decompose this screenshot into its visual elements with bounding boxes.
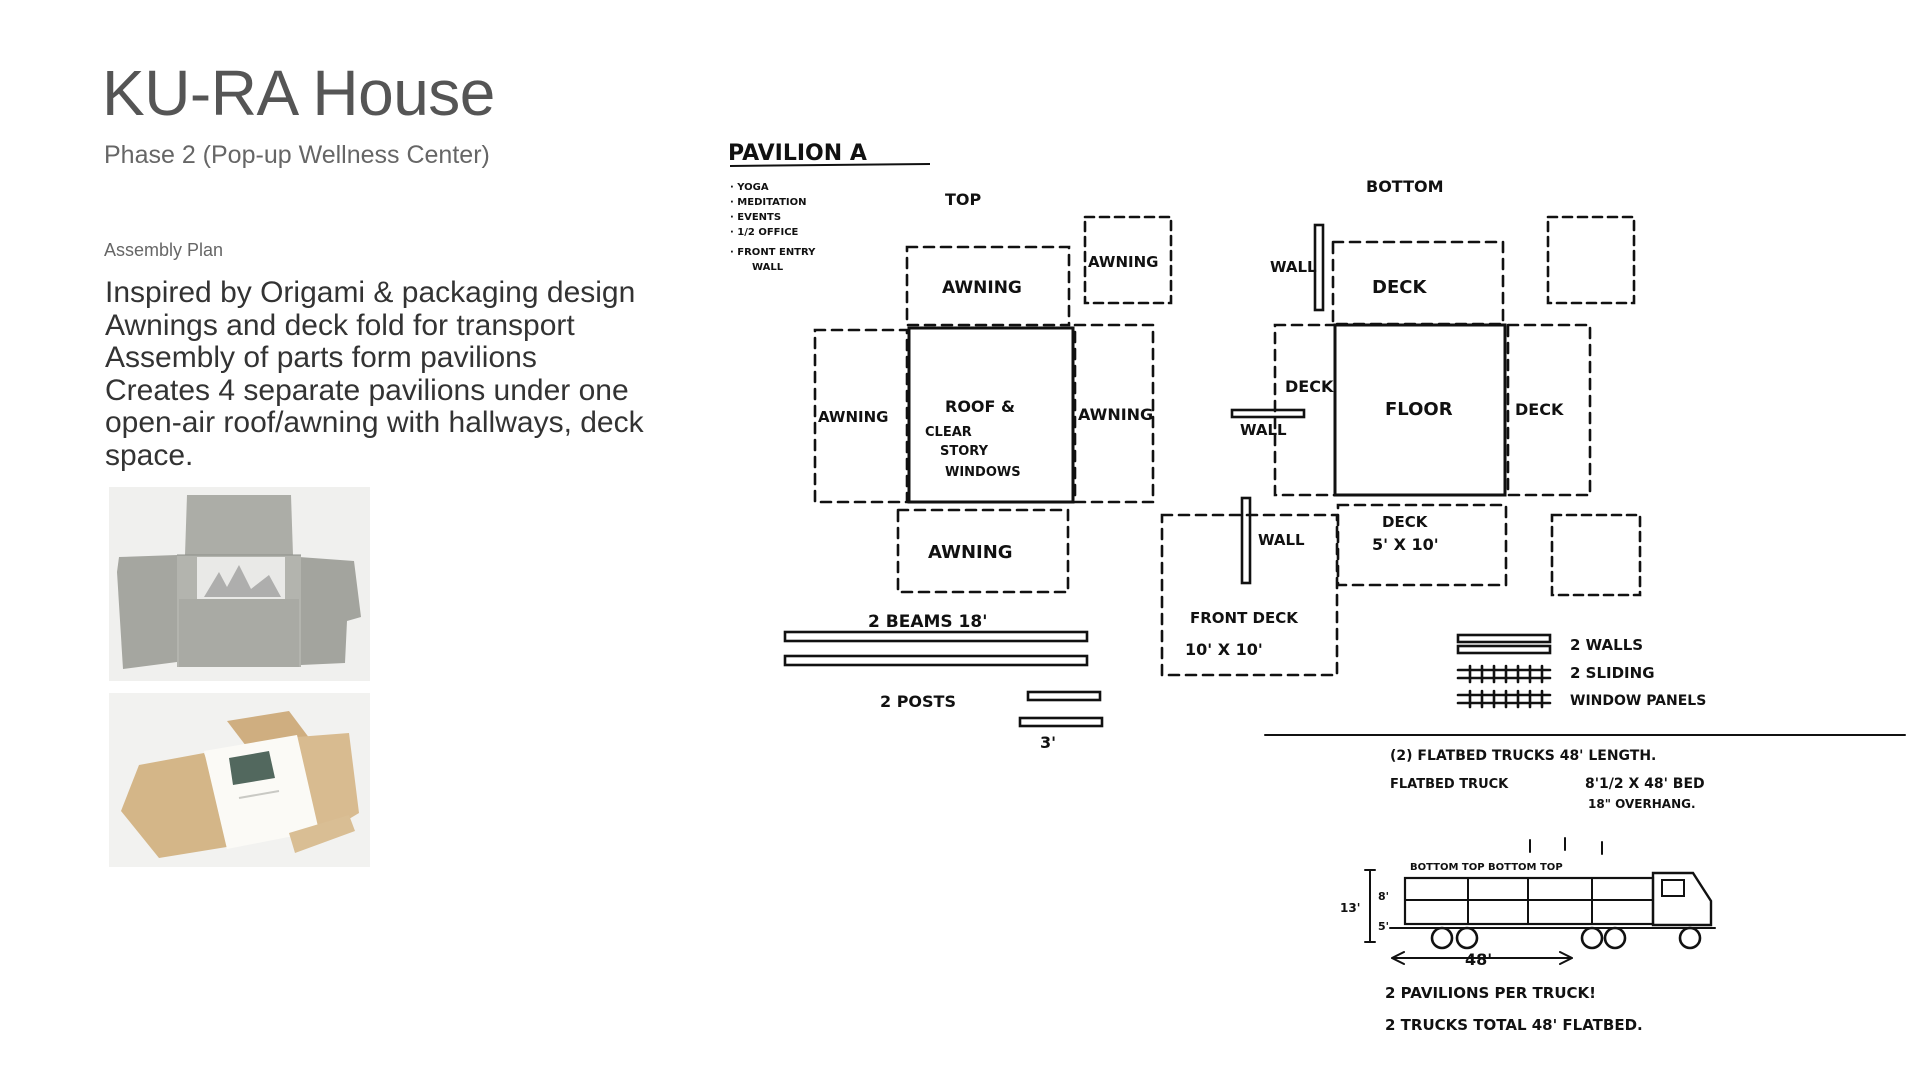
top-awning-panel xyxy=(905,245,1071,327)
roof-label: STORY xyxy=(940,444,989,459)
program-item: · EVENTS xyxy=(730,212,781,223)
assembly-sketch: PAVILION A · YOGA · MEDITATION · EVENTS … xyxy=(730,141,1906,1034)
description-line: space. xyxy=(105,438,194,472)
truck-load-labels: BOTTOM TOP BOTTOM TOP xyxy=(1410,862,1563,873)
description-line: Awnings and deck fold for transport xyxy=(105,308,575,342)
awning-top-label: AWNING xyxy=(942,278,1022,298)
post xyxy=(1026,690,1102,702)
dim-height: 13' xyxy=(1340,901,1360,915)
deck-right-label: DECK xyxy=(1515,400,1564,419)
sliding-label-2: WINDOW PANELS xyxy=(1570,693,1706,709)
trucks-note: FLATBED TRUCK xyxy=(1390,777,1509,792)
dim-length: 48' xyxy=(1465,950,1492,969)
program-item: · 1/2 OFFICE xyxy=(730,227,799,238)
roof-panel xyxy=(907,326,1075,504)
wall-label: WALL xyxy=(1240,421,1287,439)
post xyxy=(1018,716,1104,728)
trucks-note: (2) FLATBED TRUCKS 48' LENGTH. xyxy=(1390,748,1656,764)
page-title: KU-RA House xyxy=(102,57,495,129)
wall-label: WALL xyxy=(1258,531,1305,549)
description-line: Inspired by Origami & packaging design xyxy=(105,276,636,309)
bottom-deck-bottom-panel xyxy=(1336,503,1508,587)
description-line: open-air roof/awning with hallways, deck xyxy=(105,406,644,439)
awning-corner-label: AWNING xyxy=(1088,253,1158,271)
deck-left-label: DECK xyxy=(1285,377,1334,396)
front-deck-size: 10' X 10' xyxy=(1185,640,1263,659)
truck-note: 2 PAVILIONS PER TRUCK! xyxy=(1385,984,1596,1002)
program-item: WALL xyxy=(752,262,784,273)
origami-folder-photo-gray xyxy=(109,487,370,681)
roof-label: CLEAR xyxy=(925,425,972,440)
bottom-label: BOTTOM xyxy=(1366,177,1444,196)
awning-right-label: AWNING xyxy=(1078,405,1153,424)
description-line: Assembly of parts form pavilions xyxy=(105,341,537,374)
awning-bottom-label: AWNING xyxy=(928,542,1013,563)
roof-label: WINDOWS xyxy=(945,465,1021,480)
dim-upper: 8' xyxy=(1378,890,1389,903)
wall-label: WALL xyxy=(1270,258,1317,276)
awning-left-label: AWNING xyxy=(818,408,888,426)
top-awning-bottom-panel xyxy=(896,508,1070,594)
dim-lower: 5' xyxy=(1378,920,1389,933)
beam xyxy=(783,630,1089,643)
beam xyxy=(783,654,1089,667)
top-awning-left-panel xyxy=(813,328,909,504)
wall-piece xyxy=(1456,633,1552,644)
description-line: Creates 4 separate pavilions under one xyxy=(105,373,629,407)
trucks-note: 18" OVERHANG. xyxy=(1588,797,1696,811)
deck-bottom-size: 5' X 10' xyxy=(1372,535,1439,554)
section-label: Assembly Plan xyxy=(104,240,224,260)
wall-piece xyxy=(1456,644,1552,655)
pavilion-title: PAVILION A xyxy=(730,141,867,166)
wall-piece xyxy=(1240,496,1252,585)
truck-cab xyxy=(1651,871,1713,927)
wall-piece xyxy=(1230,408,1306,419)
posts-label: 2 POSTS xyxy=(880,692,956,711)
sliding-label: 2 SLIDING xyxy=(1570,664,1655,682)
wall-piece xyxy=(1313,223,1325,312)
truck-note: 2 TRUCKS TOTAL 48' FLATBED. xyxy=(1385,1016,1643,1034)
top-label: TOP xyxy=(945,190,982,209)
deck-bottom-label: DECK xyxy=(1382,513,1429,531)
beams-label: 2 BEAMS 18' xyxy=(868,612,987,632)
floor-panel xyxy=(1333,323,1507,497)
bottom-deck-right-panel xyxy=(1506,323,1592,497)
bottom-corner-panel-2 xyxy=(1550,513,1642,597)
bottom-corner-panel xyxy=(1546,215,1636,305)
roof-label: ROOF & xyxy=(945,397,1015,416)
deck-top-label: DECK xyxy=(1372,277,1427,298)
top-awning-corner-panel xyxy=(1083,215,1173,305)
trucks-note: 8'1/2 X 48' BED xyxy=(1585,776,1705,792)
program-item: · MEDITATION xyxy=(730,197,807,208)
program-item: · YOGA xyxy=(730,182,769,193)
floor-label: FLOOR xyxy=(1385,399,1453,420)
top-awning-right-panel xyxy=(1073,323,1155,504)
origami-folder-photo-kraft xyxy=(109,693,370,867)
posts-length-label: 3' xyxy=(1040,733,1056,752)
walls-label: 2 WALLS xyxy=(1570,636,1643,654)
page-subtitle: Phase 2 (Pop-up Wellness Center) xyxy=(104,141,490,169)
description-block: Inspired by Origami & packaging design A… xyxy=(105,276,705,472)
program-item: · FRONT ENTRY xyxy=(730,247,816,258)
bottom-deck-top-panel xyxy=(1331,240,1505,326)
front-deck-label: FRONT DECK xyxy=(1190,609,1299,627)
